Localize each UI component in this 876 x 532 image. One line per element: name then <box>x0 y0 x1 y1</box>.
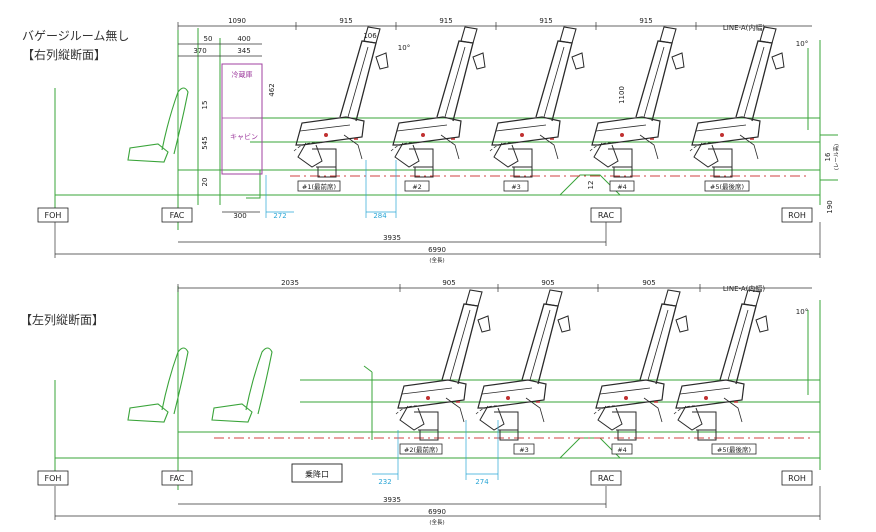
dim-20: 20 <box>201 178 209 187</box>
dim-915-3: 915 <box>539 17 552 25</box>
angle-10-left: 10° <box>796 308 808 316</box>
baggage-note: バゲージルーム無し <box>22 29 130 43</box>
seat-label-left-3: #3 <box>519 446 529 454</box>
seat-4-left <box>593 289 689 441</box>
marker-foh-left: FOH <box>45 474 62 483</box>
fridge-label: 冷蔵庫 <box>232 70 253 79</box>
right-section: 冷蔵庫 キャビン #1(最前席) #2 #3 #4 #5(最後席) <box>37 17 840 264</box>
seat-1-right <box>293 26 389 178</box>
dim-370: 370 <box>193 47 206 55</box>
left-section: #2(最前席) #3 #4 #5(最後席) 2035 905 905 905 L… <box>37 279 821 526</box>
line-a-right: LINE-A(内幅) <box>723 23 766 32</box>
marker-fac-left: FAC <box>170 474 185 483</box>
seat-5-right <box>689 26 785 178</box>
dim-1100: 1100 <box>618 86 626 104</box>
fac-seat-left-1 <box>127 347 189 423</box>
seat-label-5: #5(最後席) <box>710 182 744 191</box>
seat-label-left-5: #5(最後席) <box>717 445 751 454</box>
marker-foh-right: FOH <box>45 211 62 220</box>
angle-10-right-rear: 10° <box>796 40 808 48</box>
seat-3-left <box>475 289 571 441</box>
dim-12: 12 <box>587 181 595 190</box>
seat-label-left-4: #4 <box>617 446 627 454</box>
dim-915-4: 915 <box>639 17 652 25</box>
marker-fac-right: FAC <box>170 211 185 220</box>
dim-190: 190 <box>826 200 834 213</box>
angle-dim-106: 106 <box>363 32 377 40</box>
dim-284: 284 <box>373 212 387 220</box>
dim-total-left: (全長) <box>429 518 444 526</box>
marker-roh-left: ROH <box>788 474 806 483</box>
fac-seat-left-2 <box>211 347 273 423</box>
dim-300: 300 <box>233 212 246 220</box>
dim-400: 400 <box>237 35 250 43</box>
marker-rac-left: RAC <box>598 474 615 483</box>
seat-2-left <box>395 289 491 441</box>
right-section-title: 【右列縦断面】 <box>22 48 107 62</box>
seat-label-left-2: #2(最前席) <box>404 445 438 454</box>
dim-232: 232 <box>378 478 391 486</box>
dim-915-1: 915 <box>339 17 352 25</box>
dim-345: 345 <box>237 47 250 55</box>
door-label: 乗降口 <box>305 469 329 479</box>
fac-seat-right <box>127 87 189 163</box>
dim-1090: 1090 <box>228 17 246 25</box>
marker-roh-right: ROH <box>788 211 806 220</box>
dim-905-2: 905 <box>541 279 554 287</box>
left-section-title: 【左列縦断面】 <box>20 313 105 327</box>
dim-3935-left: 3935 <box>383 496 401 504</box>
door-box <box>291 463 343 483</box>
rail-height-note: (レール高) <box>832 144 840 170</box>
dim-2035: 2035 <box>281 279 299 287</box>
seat-3-right <box>489 26 585 178</box>
dim-545: 545 <box>201 136 209 149</box>
seat-label-1: #1(最前席) <box>302 182 336 191</box>
dim-272: 272 <box>273 212 286 220</box>
fridge-cabin-box <box>221 63 263 175</box>
dim-905-3: 905 <box>642 279 655 287</box>
dim-274: 274 <box>475 478 489 486</box>
dim-15: 15 <box>201 101 209 110</box>
angle-10-right: 10° <box>398 44 410 52</box>
marker-rac-right: RAC <box>598 211 615 220</box>
dim-16: 16 <box>824 152 832 161</box>
dim-462: 462 <box>268 83 276 96</box>
seat-label-3: #3 <box>511 183 521 191</box>
dim-50: 50 <box>204 35 213 43</box>
dim-6990-right: 6990 <box>428 246 446 254</box>
line-a-left: LINE-A(内幅) <box>723 284 766 293</box>
dim-905-1: 905 <box>442 279 455 287</box>
seat-5-left <box>673 289 769 441</box>
dim-915-2: 915 <box>439 17 452 25</box>
dim-6990-left: 6990 <box>428 508 446 516</box>
seat-label-2: #2 <box>412 183 422 191</box>
cabin-label: キャビン <box>230 132 258 141</box>
seat-4-right <box>589 26 685 178</box>
seat-label-4: #4 <box>617 183 627 191</box>
dim-3935-right: 3935 <box>383 234 401 242</box>
dim-total-right: (全長) <box>429 256 444 264</box>
